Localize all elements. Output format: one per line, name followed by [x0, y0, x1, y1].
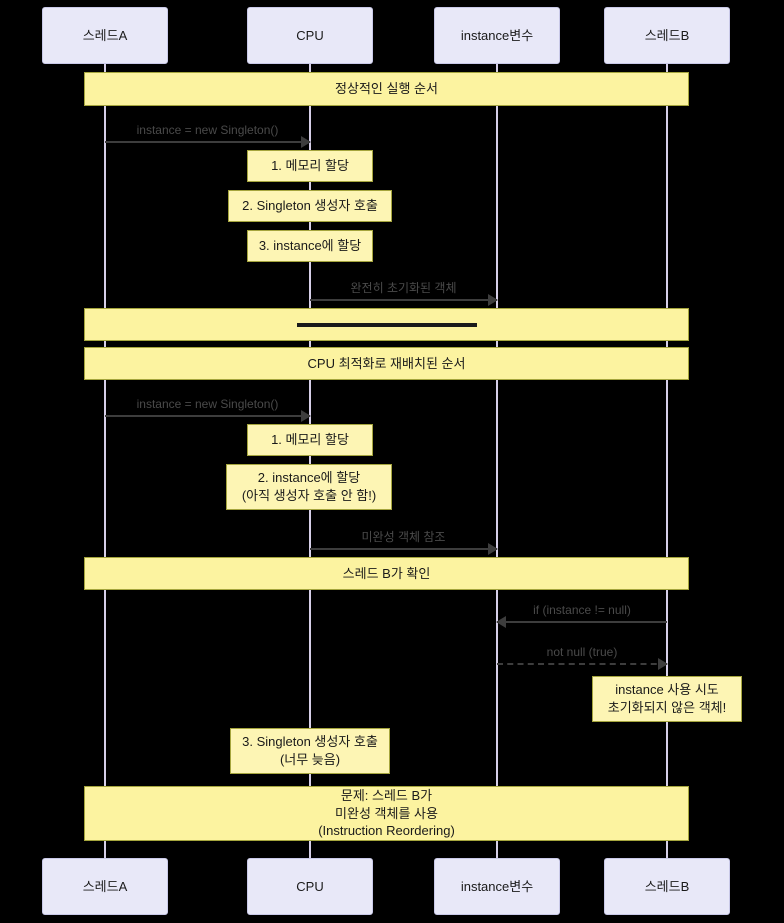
message-msg-null-check: if (instance != null) — [496, 593, 667, 628]
banner-problem-summary: 문제: 스레드 B가 미완성 객체를 사용 (Instruction Reord… — [84, 786, 689, 841]
note-note-assign-2: 2. instance에 할당 (아직 생성자 호출 안 함!) — [226, 464, 392, 510]
message-msg-new-2: instance = new Singleton() — [105, 387, 311, 422]
message-line-msg-new-1 — [105, 141, 310, 143]
banner-reordered: CPU 최적화로 재배치된 순서 — [84, 347, 689, 380]
arrowhead-icon — [496, 616, 506, 628]
message-msg-not-null: not null (true) — [497, 635, 668, 670]
lifeline-threadB — [666, 64, 668, 858]
note-note-ctor-1: 2. Singleton 생성자 호출 — [228, 190, 392, 222]
message-label-msg-null-check: if (instance != null) — [533, 602, 631, 617]
message-label-msg-partial: 미완성 객체 참조 — [361, 529, 446, 544]
lifeline-cpu — [309, 64, 311, 858]
participant-bottom-threadA[interactable]: 스레드A — [42, 858, 168, 915]
message-line-msg-partial — [310, 548, 497, 550]
participant-bottom-instance[interactable]: instance변수 — [434, 858, 560, 915]
lifeline-instance — [496, 64, 498, 858]
banner-threadb-check: 스레드 B가 확인 — [84, 557, 689, 590]
message-msg-partial: 미완성 객체 참조 — [310, 520, 498, 555]
message-msg-init-obj: 완전히 초기화된 객체 — [310, 271, 498, 306]
participant-top-cpu[interactable]: CPU — [247, 7, 373, 64]
note-note-uninit-use: instance 사용 시도 초기화되지 않은 객체! — [592, 676, 742, 722]
participant-top-threadB[interactable]: 스레드B — [604, 7, 730, 64]
arrowhead-icon — [301, 136, 311, 148]
message-line-msg-not-null — [497, 663, 667, 665]
arrowhead-icon — [488, 294, 498, 306]
message-line-msg-init-obj — [310, 299, 497, 301]
banner-normal-order: 정상적인 실행 순서 — [84, 72, 689, 106]
note-note-alloc-2: 1. 메모리 할당 — [247, 424, 373, 456]
participant-bottom-threadB[interactable]: 스레드B — [604, 858, 730, 915]
participant-bottom-cpu[interactable]: CPU — [247, 858, 373, 915]
note-note-assign-1: 3. instance에 할당 — [247, 230, 373, 262]
participant-top-instance[interactable]: instance변수 — [434, 7, 560, 64]
arrowhead-icon — [488, 543, 498, 555]
participant-top-threadA[interactable]: 스레드A — [42, 7, 168, 64]
message-label-msg-init-obj: 완전히 초기화된 객체 — [350, 280, 457, 295]
message-line-msg-null-check — [497, 621, 667, 623]
lifeline-threadA — [104, 64, 106, 858]
message-msg-new-1: instance = new Singleton() — [105, 113, 311, 148]
note-note-ctor-late: 3. Singleton 생성자 호출 (너무 늦음) — [230, 728, 390, 774]
banner-separator — [84, 308, 689, 341]
message-line-msg-new-2 — [105, 415, 310, 417]
section-separator-rule — [296, 322, 477, 327]
arrowhead-icon — [658, 658, 668, 670]
message-label-msg-new-2: instance = new Singleton() — [136, 396, 279, 411]
message-label-msg-not-null: not null (true) — [546, 644, 618, 659]
arrowhead-icon — [301, 410, 311, 422]
message-label-msg-new-1: instance = new Singleton() — [136, 122, 279, 137]
note-note-alloc-1: 1. 메모리 할당 — [247, 150, 373, 182]
